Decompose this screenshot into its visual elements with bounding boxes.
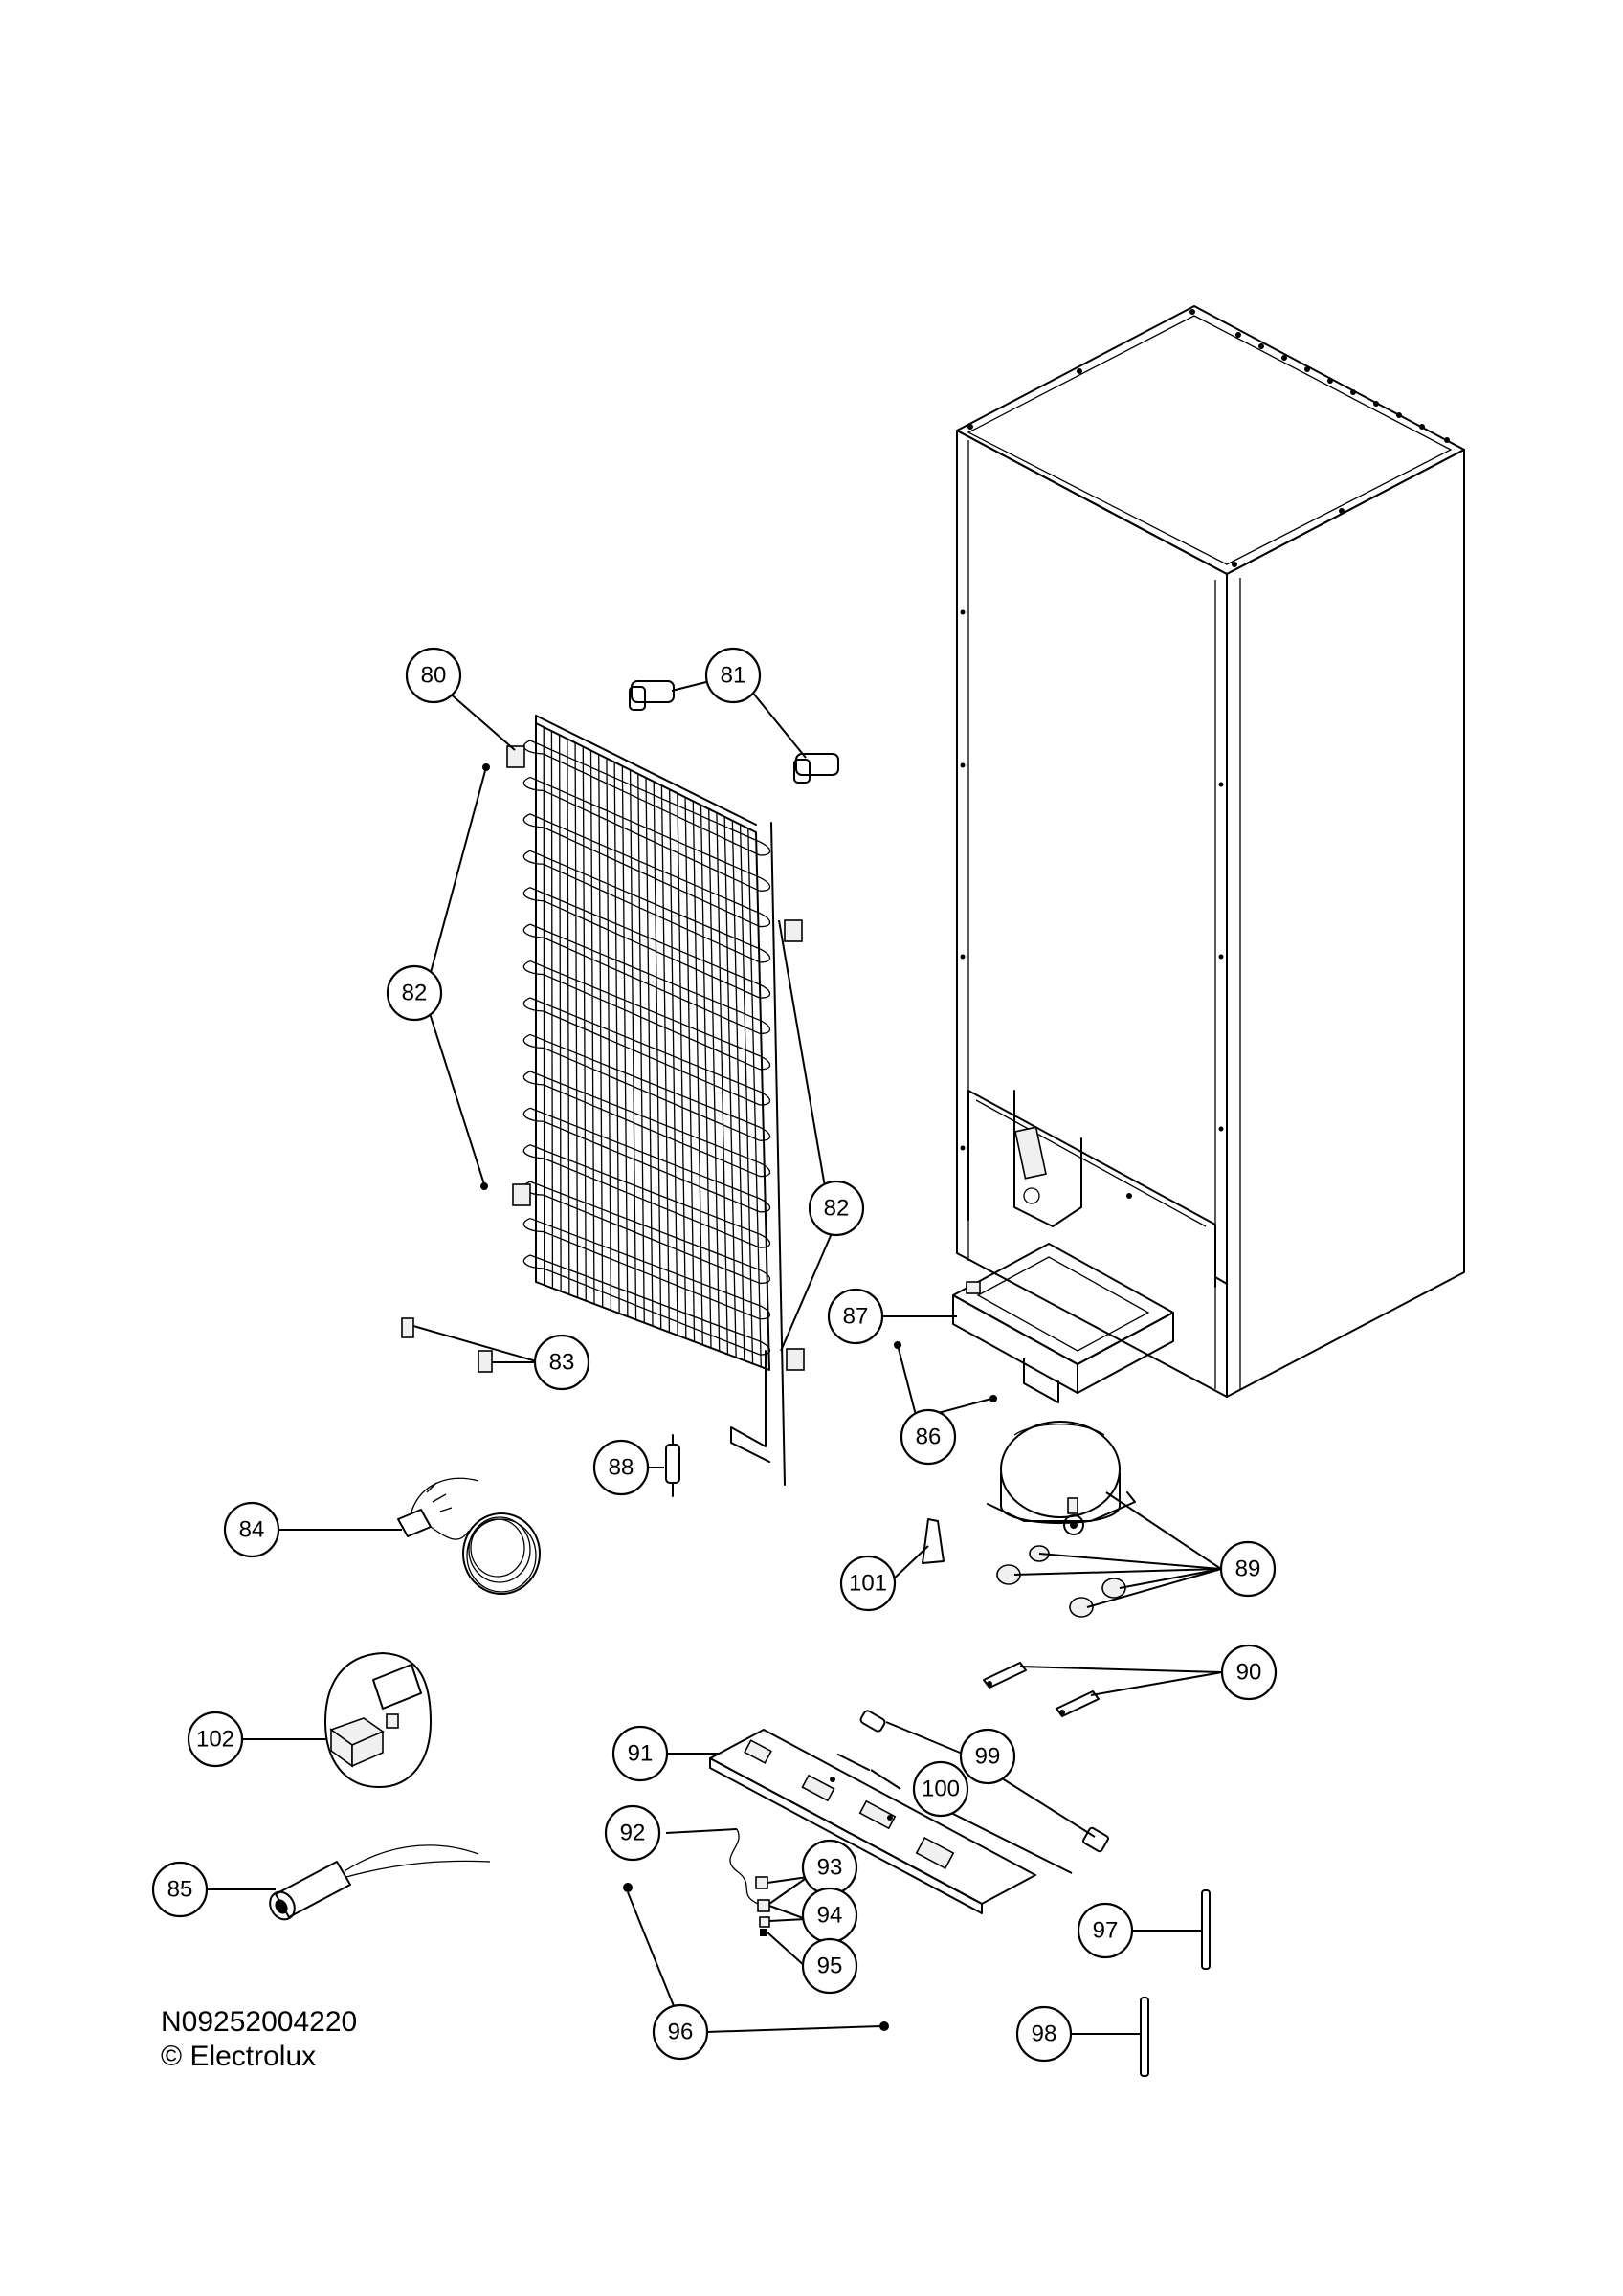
svg-text:95: 95 (817, 1954, 843, 1979)
callout-96: 96 (652, 2003, 709, 2061)
tool-part-98 (1140, 1997, 1149, 2077)
callout-81: 81 (704, 647, 762, 704)
clip-part-83 (401, 1317, 493, 1373)
svg-text:90: 90 (1236, 1660, 1262, 1686)
dryer-filter (665, 1434, 680, 1497)
callout-88: 88 (592, 1439, 650, 1496)
svg-text:97: 97 (1093, 1918, 1119, 1944)
callout-99: 99 (959, 1728, 1016, 1785)
svg-text:91: 91 (628, 1741, 654, 1767)
callout-82-left: 82 (386, 964, 443, 1022)
power-cord (397, 1477, 541, 1595)
tool-part-97 (1201, 1889, 1211, 1970)
svg-text:93: 93 (817, 1855, 843, 1881)
svg-text:98: 98 (1032, 2021, 1057, 2047)
svg-text:85: 85 (167, 1877, 193, 1903)
leader-lines (201, 681, 1223, 2035)
callout-102: 102 (187, 1711, 244, 1768)
svg-text:102: 102 (196, 1727, 234, 1753)
capacitor (269, 1844, 491, 1921)
cable-part-92 (729, 1828, 759, 1905)
callout-89: 89 (1219, 1540, 1277, 1598)
cabinet (956, 305, 1465, 1398)
relay-part-99 (859, 1710, 1109, 1853)
svg-text:99: 99 (975, 1744, 1001, 1770)
callout-82-right: 82 (808, 1180, 865, 1237)
callout-87: 87 (827, 1288, 884, 1345)
svg-text:87: 87 (843, 1304, 869, 1330)
svg-text:82: 82 (402, 981, 428, 1006)
svg-text:94: 94 (817, 1903, 843, 1929)
callout-98: 98 (1015, 2005, 1073, 2063)
svg-text:96: 96 (668, 2020, 694, 2045)
svg-text:84: 84 (239, 1517, 265, 1543)
callout-94: 94 (801, 1887, 858, 1944)
svg-text:88: 88 (609, 1455, 634, 1481)
fasteners-93-95 (755, 1876, 770, 1936)
wedge-part-101 (922, 1518, 945, 1564)
pin-part-100 (837, 1754, 870, 1771)
svg-text:81: 81 (721, 663, 746, 689)
callout-90: 90 (1220, 1644, 1278, 1701)
svg-text:101: 101 (849, 1571, 887, 1597)
clamp-part-90 (983, 1662, 1100, 1717)
svg-text:86: 86 (916, 1424, 942, 1450)
mounting-plate (709, 1729, 1036, 1914)
callout-97: 97 (1077, 1902, 1134, 1959)
callout-86: 86 (900, 1408, 957, 1466)
callout-80: 80 (405, 647, 462, 704)
callout-95: 95 (801, 1937, 858, 1995)
condenser (480, 715, 805, 1486)
callout-85: 85 (151, 1861, 209, 1918)
callout-93: 93 (801, 1839, 858, 1896)
svg-text:83: 83 (549, 1350, 575, 1376)
callout-91: 91 (611, 1725, 669, 1782)
svg-text:92: 92 (620, 1821, 646, 1846)
detail-inset-102 (324, 1652, 432, 1788)
bracket-part-81 (629, 680, 839, 784)
callout-84: 84 (223, 1501, 280, 1558)
svg-text:82: 82 (824, 1196, 850, 1222)
svg-text:89: 89 (1235, 1556, 1261, 1582)
svg-text:80: 80 (421, 663, 447, 689)
copyright-notice: © Electrolux (161, 2041, 317, 2072)
callout-92: 92 (604, 1804, 661, 1862)
diagram-code: N09252004220 (161, 2006, 358, 2038)
callout-83: 83 (533, 1334, 590, 1391)
drip-tray (952, 1243, 1174, 1403)
callout-100: 100 (912, 1760, 969, 1818)
compressor (987, 1421, 1136, 1618)
svg-text:100: 100 (922, 1777, 960, 1802)
diagram-reference: N09252004220 © Electrolux (161, 2005, 357, 2074)
screw-part-96 (623, 1883, 889, 2031)
callout-101: 101 (839, 1555, 897, 1612)
